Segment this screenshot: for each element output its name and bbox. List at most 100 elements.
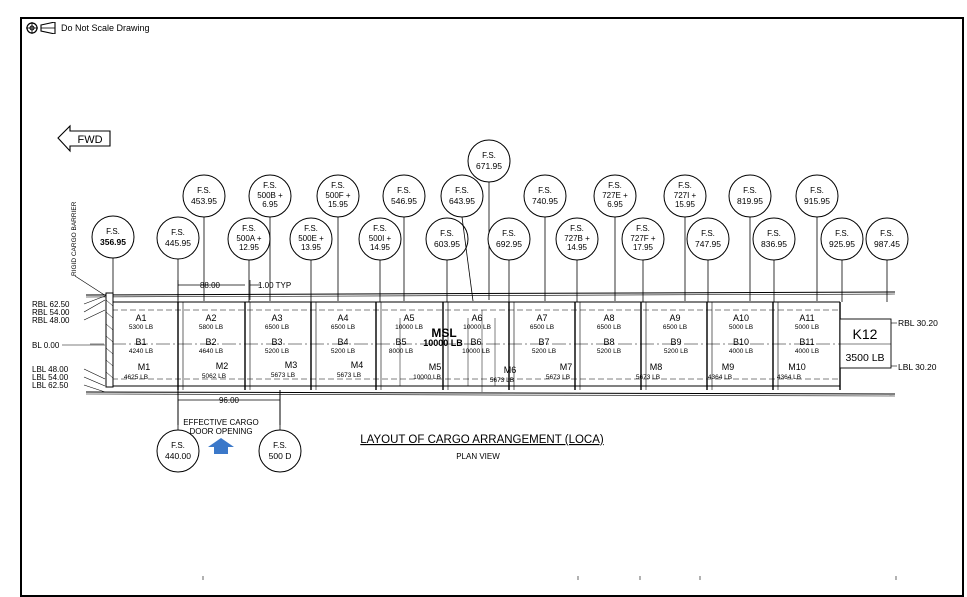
fs-bubble-circle <box>487 217 531 261</box>
fs-prefix: F.S. <box>242 224 256 233</box>
fwd-label: FWD <box>77 134 102 146</box>
fs-value-2: 15.95 <box>328 200 349 209</box>
bl-label: RBL 62.50 <box>32 300 70 309</box>
fs-prefix: F.S. <box>538 186 552 195</box>
position-a-id: A7 <box>536 313 547 323</box>
fs-value-2: 14.95 <box>370 243 391 252</box>
position-a-id: A1 <box>135 313 146 323</box>
left-bl-labels: RBL 62.50 RBL 54.00 RBL 48.00 BL 0.00 LB… <box>32 300 70 390</box>
k12-label: K12 <box>853 326 878 342</box>
fs-prefix: F.S. <box>273 441 287 450</box>
dimension-lines <box>177 280 281 404</box>
position-m-id: M4 <box>351 360 364 370</box>
position-b-id: B3 <box>271 337 282 347</box>
position-m-weight: 4364 LB <box>708 374 732 381</box>
fs-bubble: F.S.445.95 <box>156 216 200 302</box>
fs-value: 836.95 <box>761 239 787 249</box>
fs-value: 987.45 <box>874 239 900 249</box>
door-width-dimension: 96.00 <box>219 396 240 405</box>
drawing-header: Do Not Scale Drawing <box>26 22 150 34</box>
position-b-id: B11 <box>799 337 814 347</box>
fs-value: 603.95 <box>434 239 460 249</box>
fs-prefix: F.S. <box>304 224 318 233</box>
fs-bubble-circle <box>523 174 567 218</box>
fwd-arrow-icon: FWD <box>57 124 111 153</box>
msl-label: MSL <box>431 326 456 340</box>
position-b-id: B4 <box>337 337 348 347</box>
msl-weight: 10000 LB <box>423 338 463 348</box>
fs-prefix: F.S. <box>331 181 345 190</box>
position-a-weight: 5000 LB <box>729 324 753 331</box>
fs-bubble: F.S.727F +17.95 <box>621 217 665 302</box>
projection-symbol-icon <box>26 22 56 34</box>
position-a-id: A5 <box>403 313 414 323</box>
fs-bubble: F.S.500A +12.95 <box>227 217 271 302</box>
fs-bubble: F.S.603.95 <box>425 217 469 302</box>
fs-value: 500B + <box>257 191 283 200</box>
fs-value-2: 17.95 <box>633 243 654 252</box>
fs-bubble: F.S.692.95 <box>487 217 531 302</box>
position-m-weight: 5673 LB <box>546 374 570 381</box>
position-b-weight: 5200 LB <box>532 348 556 355</box>
fs-bubble-circle <box>621 217 665 261</box>
bl-label: BL 0.00 <box>32 341 60 350</box>
typ-dimension: 1.00 TYP <box>258 281 291 290</box>
fs-bubble: F.S.727B +14.95 <box>555 217 599 302</box>
fs-value: 915.95 <box>804 196 830 206</box>
bl-label: LBL 48.00 <box>32 365 69 374</box>
fs-prefix: F.S. <box>106 227 120 236</box>
fs-prefix: F.S. <box>455 186 469 195</box>
fs-bubble-circle <box>865 217 909 261</box>
fs-prefix: F.S. <box>636 224 650 233</box>
position-a-id: A8 <box>603 313 614 323</box>
fs-bubble-circle <box>289 217 333 261</box>
right-bl-label: LBL 30.20 <box>898 362 937 372</box>
fs-bubble-circle <box>425 217 469 261</box>
door-arrow-icon <box>208 438 234 454</box>
fs-value: 643.95 <box>449 196 475 206</box>
position-m-id: M6 <box>504 365 517 375</box>
position-m-id: M2 <box>216 361 229 371</box>
position-a-weight: 6500 LB <box>331 324 355 331</box>
position-m-id: M3 <box>285 360 298 370</box>
fs-value-2: 12.95 <box>239 243 260 252</box>
position-a-id: A10 <box>733 313 749 323</box>
header-note: Do Not Scale Drawing <box>61 23 150 33</box>
fs-bubble-circle <box>752 217 796 261</box>
fs-value-2: 14.95 <box>567 243 588 252</box>
fs-value: 500 D <box>269 451 292 461</box>
fs-bubble: F.S.643.95 <box>440 174 484 302</box>
fs-bubble-circle <box>182 174 226 218</box>
fs-prefix: F.S. <box>810 186 824 195</box>
fs-prefix: F.S. <box>502 229 516 238</box>
fs-prefix: F.S. <box>678 181 692 190</box>
position-m-id: M5 <box>429 362 442 372</box>
fs-bubble-circle <box>358 217 402 261</box>
fs-value: 445.95 <box>165 238 191 248</box>
fs-value: 727I + <box>674 191 697 200</box>
fs-bubble: F.S.500 D <box>258 425 302 473</box>
fs-bubble: F.S.836.95 <box>752 217 796 302</box>
fs-bubble: F.S.440.00 <box>156 425 200 473</box>
position-m-weight: 4625 LB <box>124 374 148 381</box>
fs-value: 356.95 <box>100 237 126 247</box>
fs-bubble: F.S.500E +13.95 <box>289 217 333 302</box>
fs-value: 727E + <box>602 191 628 200</box>
position-a-id: A9 <box>669 313 680 323</box>
fs-bubble: F.S.546.95 <box>382 174 426 301</box>
fs-bubble-circle <box>686 217 730 261</box>
fs-leader-line <box>461 216 474 302</box>
fs-bubble: F.S.500F +15.95 <box>316 174 360 301</box>
fs-bubbles: F.S.356.95F.S.445.95F.S.453.95F.S.500A +… <box>91 139 909 473</box>
drawing-sheet: Do Not Scale Drawing FWD RIGID CARGO BAR… <box>20 17 964 597</box>
position-a-id: A6 <box>471 313 482 323</box>
fs-value: 453.95 <box>191 196 217 206</box>
fs-bubble-circle <box>795 174 839 218</box>
fs-bubble: F.S.987.45 <box>865 217 909 302</box>
fs-value-2: 6.95 <box>607 200 623 209</box>
fs-value-2: 6.95 <box>262 200 278 209</box>
fs-bubble-circle <box>316 174 360 218</box>
rigid-cargo-barrier-label: RIGID CARGO BARRIER <box>71 201 78 276</box>
position-b-weight: 5200 LB <box>265 348 289 355</box>
